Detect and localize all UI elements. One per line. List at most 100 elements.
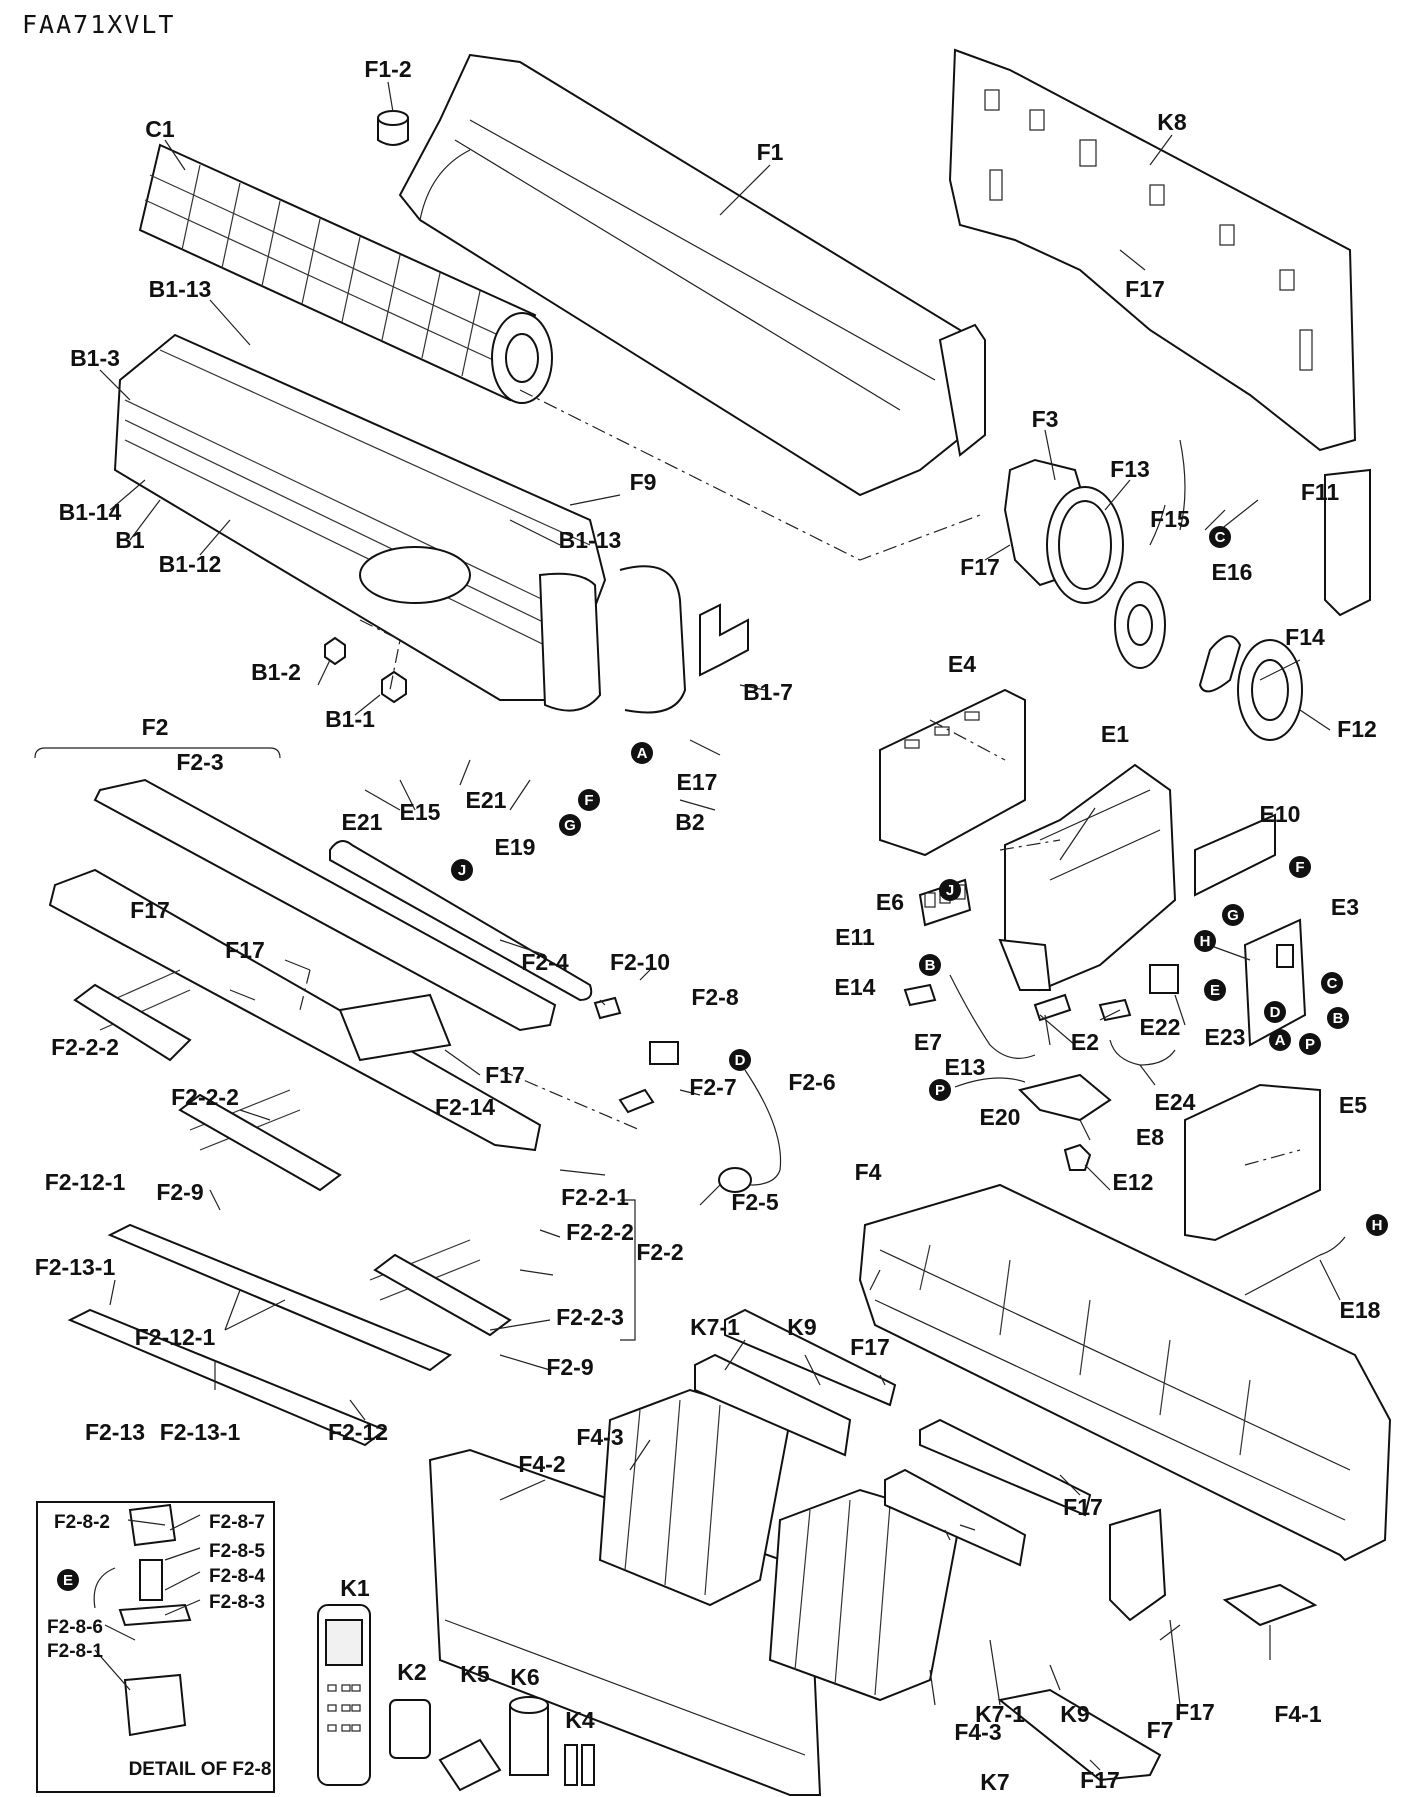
svg-text:E: E	[63, 1572, 73, 1589]
label-f1: F1	[757, 139, 784, 165]
label-b1-3: B1-3	[70, 345, 120, 371]
remote-controller-illustration	[317, 1604, 371, 1786]
label-f14: F14	[1285, 624, 1325, 650]
label-b1-2: B1-2	[251, 659, 301, 685]
connector-marker-j: J	[939, 879, 961, 901]
label-f2-2-2: F2-2-2	[171, 1084, 239, 1110]
service-lid-illustration	[1222, 1583, 1318, 1627]
label-e15: E15	[400, 799, 441, 825]
label-f2-6: F2-6	[788, 1069, 835, 1095]
connector-marker-h: H	[1366, 1214, 1388, 1236]
label-f2-4: F2-4	[521, 949, 569, 975]
label-k5: K5	[460, 1661, 490, 1687]
leader-lines	[94, 81, 1341, 1771]
label-f2-7: F2-7	[689, 1074, 736, 1100]
label-f4: F4	[855, 1159, 882, 1185]
control-box-illustration	[998, 763, 1177, 992]
remote-holder-illustration	[389, 1699, 431, 1759]
front-panel-illustration	[428, 1448, 822, 1796]
connector-marker-p: P	[1299, 1033, 1321, 1055]
label-k4: K4	[565, 1707, 595, 1733]
label-e3: E3	[1331, 894, 1359, 920]
f2-2-group-bracket	[620, 1199, 636, 1341]
svg-text:D: D	[1270, 1004, 1281, 1021]
label-f15: F15	[1150, 506, 1190, 532]
svg-text:P: P	[935, 1082, 945, 1099]
svg-text:F: F	[584, 792, 593, 809]
label-e14: E14	[835, 974, 876, 1000]
label-e22: E22	[1140, 1014, 1181, 1040]
label-f2-8-4: F2-8-4	[209, 1566, 265, 1587]
filter-roll-illustration	[509, 1696, 549, 1776]
detail-title: DETAIL OF F2-8	[129, 1759, 272, 1780]
label-b1-13: B1-13	[559, 527, 622, 553]
label-f2-5: F2-5	[731, 1189, 779, 1215]
display-parts-illustration	[954, 1073, 1112, 1171]
svg-text:J: J	[946, 882, 954, 899]
label-f2-8-5: F2-8-5	[209, 1541, 265, 1562]
svg-text:B: B	[1333, 1010, 1344, 1027]
svg-text:B: B	[925, 957, 936, 974]
insulation-illustration	[699, 603, 749, 677]
label-f2-12: F2-12	[328, 1419, 388, 1445]
label-f2-14: F2-14	[435, 1094, 495, 1120]
label-f4-1: F4-1	[1274, 1701, 1322, 1727]
screw-pack-illustration	[438, 1738, 502, 1792]
svg-text:F: F	[1295, 859, 1304, 876]
connector-marker-e: E	[57, 1569, 79, 1591]
label-e21: E21	[342, 809, 383, 835]
connector-marker-d: D	[729, 1049, 751, 1071]
flap-assembly-illustration	[48, 778, 593, 1337]
flare-nut-illustration	[324, 636, 407, 704]
front-casing-illustration	[858, 1183, 1392, 1562]
detail-swing-motor-illustration	[93, 1503, 192, 1737]
label-e20: E20	[980, 1104, 1021, 1130]
label-e7: E7	[914, 1029, 942, 1055]
label-f2-2-3: F2-2-3	[556, 1304, 624, 1330]
label-f2-2-2: F2-2-2	[51, 1034, 119, 1060]
cross-flow-fan-illustration	[138, 143, 553, 404]
assembly-dashed-lines	[299, 389, 1301, 1166]
sensor-illustration	[1244, 1236, 1346, 1296]
label-f1-2: F1-2	[364, 56, 411, 82]
label-k7-1: K7-1	[690, 1314, 740, 1340]
label-b2: B2	[675, 809, 704, 835]
connector-marker-c: C	[1321, 972, 1343, 994]
connector-marker-a: A	[631, 742, 653, 764]
svg-text:A: A	[637, 745, 648, 762]
label-f4-2: F4-2	[518, 1451, 565, 1477]
label-f2-2-1: F2-2-1	[561, 1184, 629, 1210]
label-e21: E21	[466, 787, 507, 813]
bearing-illustration	[377, 110, 409, 146]
label-b1-14: B1-14	[59, 499, 122, 525]
f2-group-bracket	[34, 747, 281, 759]
label-f17: F17	[225, 937, 265, 963]
circuit-board-illustration	[1194, 813, 1307, 1047]
label-f2-8-6: F2-8-6	[47, 1617, 103, 1638]
label-k2: K2	[397, 1659, 426, 1685]
callout-labels: F1-2 C1 F1 K8 F17 B1-13 B1-3 F9 B1-14 B1…	[35, 56, 1381, 1795]
svg-text:C: C	[1327, 975, 1338, 992]
label-k7-1: K7-1	[975, 1701, 1025, 1727]
label-e1: E1	[1101, 721, 1129, 747]
svg-text:H: H	[1200, 933, 1211, 950]
label-f17: F17	[1175, 1699, 1215, 1725]
label-b1-1: B1-1	[325, 706, 375, 732]
connector-markers: C A F G J F J G H B C E D B A P D P H E	[57, 526, 1388, 1591]
label-f11: F11	[1301, 479, 1340, 505]
horizontal-blade-illustration	[67, 1223, 453, 1447]
electrical-box-cover-illustration	[879, 688, 1026, 857]
label-f4-3: F4-3	[576, 1424, 623, 1450]
swing-motor-illustration	[593, 996, 782, 1193]
svg-text:G: G	[564, 817, 576, 834]
label-f2-3: F2-3	[176, 749, 223, 775]
connector-marker-b: B	[1327, 1007, 1349, 1029]
connector-marker-e: E	[1204, 979, 1226, 1001]
svg-text:H: H	[1372, 1217, 1383, 1234]
label-k8: K8	[1157, 109, 1187, 135]
connector-marker-p: P	[929, 1079, 951, 1101]
label-e2: E2	[1071, 1029, 1099, 1055]
batteries-illustration	[564, 1744, 595, 1786]
svg-text:D: D	[735, 1052, 746, 1069]
label-e10: E10	[1260, 801, 1301, 827]
